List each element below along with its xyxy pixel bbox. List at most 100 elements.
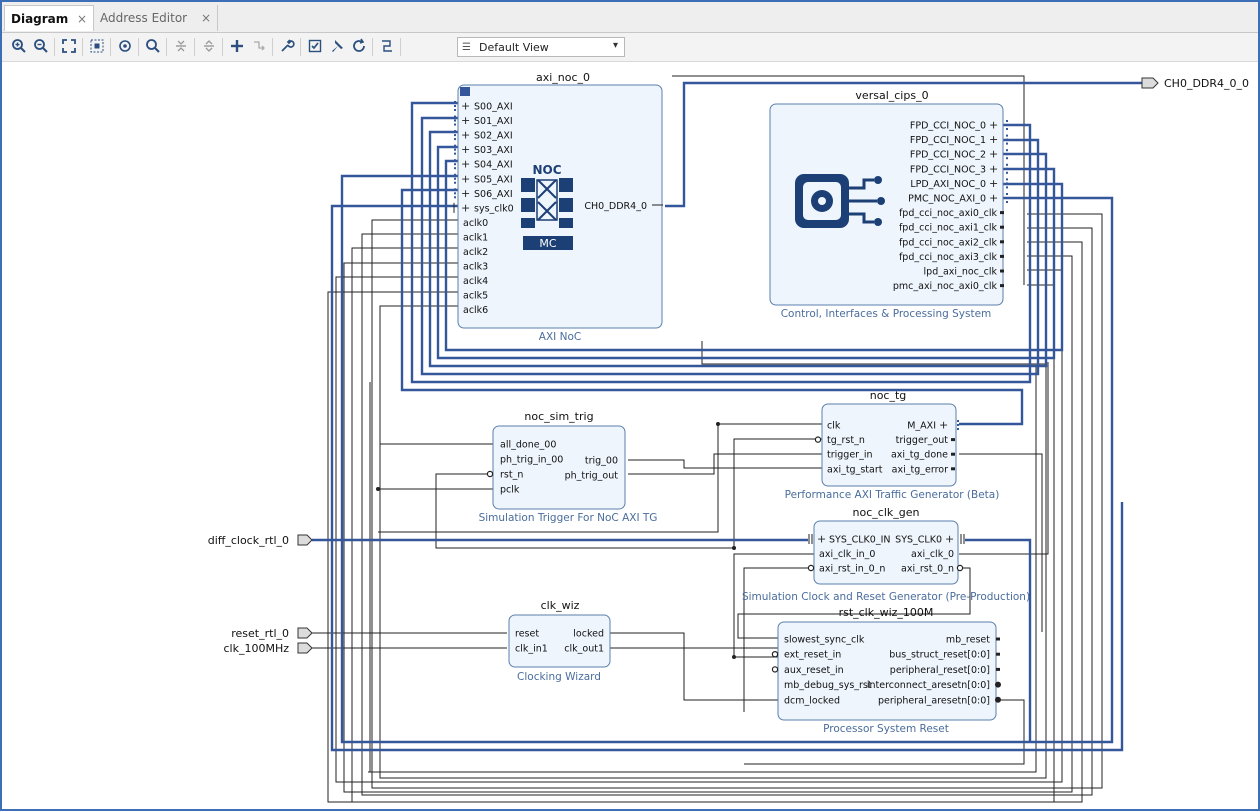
rst-clk-wiz-port-mb-debug-sys-rst[interactable]: mb_debug_sys_rst xyxy=(784,680,872,691)
noc-tg-port-tg-rst-n[interactable]: tg_rst_n xyxy=(827,435,865,446)
fit-view-icon[interactable] xyxy=(58,35,80,57)
noc-tg-port-axi-tg-done[interactable]: axi_tg_done xyxy=(891,450,948,461)
clk-wiz-port-reset[interactable]: reset xyxy=(515,629,539,640)
diagram-canvas[interactable]: axi_noc_0 AXI NoC +S00_AXI+S01_AXI+S02_A… xyxy=(2,62,1258,809)
noc-clk-gen-port-axi-clk-in-0[interactable]: axi_clk_in_0 xyxy=(819,549,875,560)
auto-connect-icon[interactable] xyxy=(114,35,136,57)
axi-noc-port-s06-axi[interactable]: S06_AXI xyxy=(474,189,513,200)
optimize-routing-icon[interactable] xyxy=(376,35,398,57)
clk-100mhz-port-label: clk_100MHz xyxy=(223,642,289,655)
noc-clk-gen-port-sys-clk0[interactable]: SYS_CLK0 xyxy=(895,535,942,546)
expand-icon[interactable] xyxy=(198,35,220,57)
rst-clk-wiz-port-interconnect-aresetn-0-0[interactable]: interconnect_aresetn[0:0] xyxy=(867,680,990,691)
external-port-reset[interactable]: reset_rtl_0 xyxy=(231,627,313,640)
external-port-ch0-ddr4-0-0[interactable]: CH0_DDR4_0_0 xyxy=(1141,77,1249,90)
versal-cips-port-fpd-cci-noc-0[interactable]: FPD_CCI_NOC_0 xyxy=(910,121,986,132)
rst-clk-wiz-port-slowest-sync-clk[interactable]: slowest_sync_clk xyxy=(784,635,865,646)
noc-tg-port-axi-tg-start[interactable]: axi_tg_start xyxy=(827,464,883,475)
axi-noc-port-aclk1[interactable]: aclk1 xyxy=(463,232,488,243)
noc-clk-gen-port-axi-clk-0[interactable]: axi_clk_0 xyxy=(911,549,954,560)
noc-sim-trig-port-pclk[interactable]: pclk xyxy=(500,485,520,496)
rst-clk-wiz-port-dcm-locked[interactable]: dcm_locked xyxy=(784,695,840,706)
noc-sim-trig-port-all-done-00[interactable]: all_done_00 xyxy=(500,440,556,451)
versal-cips-block[interactable]: versal_cips_0 Control, Interfaces & Proc… xyxy=(769,89,1008,320)
noc-tg-port-trigger-out[interactable]: trigger_out xyxy=(896,435,949,446)
external-port-diff-clock[interactable]: diff_clock_rtl_0 xyxy=(208,534,313,547)
versal-cips-port-lpd-axi-noc-0[interactable]: LPD_AXI_NOC_0 xyxy=(910,179,986,190)
add-ip-icon[interactable] xyxy=(226,35,248,57)
svg-text:+: + xyxy=(989,192,998,205)
axi-noc-port-sys-clk0[interactable]: sys_clk0 xyxy=(474,203,514,214)
collapse-icon[interactable] xyxy=(170,35,192,57)
noc-tg-port-axi-tg-error[interactable]: axi_tg_error xyxy=(892,464,948,475)
noc-tg-port-clk[interactable]: clk xyxy=(827,421,841,432)
fit-selection-icon[interactable] xyxy=(86,35,108,57)
clk-wiz-port-clk-out1[interactable]: clk_out1 xyxy=(564,644,604,655)
axi-noc-port-s05-axi[interactable]: S05_AXI xyxy=(474,174,513,185)
rst-clk-wiz-port-peripheral-reset-0-0[interactable]: peripheral_reset[0:0] xyxy=(890,665,990,676)
clk-wiz-port-clk-in1[interactable]: clk_in1 xyxy=(515,644,548,655)
svg-text:+: + xyxy=(461,158,470,171)
noc-tg-port-m-axi[interactable]: M_AXI xyxy=(907,421,936,432)
axi-noc-port-aclk5[interactable]: aclk5 xyxy=(463,291,488,302)
rst-clk-wiz-port-aux-reset-in[interactable]: aux_reset_in xyxy=(784,665,844,676)
noc-tg-port-trigger-in[interactable]: trigger_in xyxy=(827,450,873,461)
tab-address-editor-close-icon[interactable]: × xyxy=(200,11,211,25)
noc-clk-gen-subtitle: Simulation Clock and Reset Generator (Pr… xyxy=(742,591,1030,603)
versal-cips-port-pmc-noc-axi-0[interactable]: PMC_NOC_AXI_0 xyxy=(908,194,986,205)
rst-clk-wiz-port-mb-reset[interactable]: mb_reset xyxy=(946,635,990,646)
pin-icon[interactable] xyxy=(326,35,348,57)
regenerate-icon[interactable] xyxy=(348,35,370,57)
zoom-in-icon[interactable] xyxy=(8,35,30,57)
axi-noc-block[interactable]: axi_noc_0 AXI NoC +S00_AXI+S01_AXI+S02_A… xyxy=(453,71,663,343)
versal-cips-port-fpd-cci-noc-3[interactable]: FPD_CCI_NOC_3 xyxy=(910,164,986,175)
view-select[interactable]: ☰ Default View ▾ xyxy=(457,37,625,57)
versal-cips-port-pmc-axi-noc-axi0-clk[interactable]: pmc_axi_noc_axi0_clk xyxy=(893,281,998,292)
zoom-out-icon[interactable] xyxy=(30,35,52,57)
noc-sim-trig-block[interactable]: noc_sim_trig Simulation Trigger For NoC … xyxy=(479,410,658,524)
noc-sim-trig-port-ph-trig-in-00[interactable]: ph_trig_in_00 xyxy=(500,455,563,466)
tab-diagram-close-icon[interactable]: × xyxy=(76,11,87,26)
noc-tg-block[interactable]: noc_tg Performance AXI Traffic Generator… xyxy=(785,389,1000,501)
properties-wrench-icon[interactable] xyxy=(276,35,298,57)
versal-cips-port-fpd-cci-noc-axi2-clk[interactable]: fpd_cci_noc_axi2_clk xyxy=(899,237,998,248)
axi-noc-port-s03-axi[interactable]: S03_AXI xyxy=(474,145,513,156)
versal-cips-port-fpd-cci-noc-axi0-clk[interactable]: fpd_cci_noc_axi0_clk xyxy=(899,208,998,219)
versal-cips-port-lpd-axi-noc-clk[interactable]: lpd_axi_noc_clk xyxy=(924,267,998,278)
rst-clk-wiz-port-peripheral-aresetn-0-0[interactable]: peripheral_aresetn[0:0] xyxy=(878,695,990,706)
clk-wiz-port-locked[interactable]: locked xyxy=(573,629,604,640)
noc-clk-gen-port-axi-rst-0-n[interactable]: axi_rst_0_n xyxy=(901,564,954,575)
axi-noc-port-s00-axi[interactable]: S00_AXI xyxy=(474,102,513,113)
axi-noc-port-s02-axi[interactable]: S02_AXI xyxy=(474,131,513,142)
versal-cips-port-fpd-cci-noc-2[interactable]: FPD_CCI_NOC_2 xyxy=(910,150,986,161)
versal-cips-port-fpd-cci-noc-axi3-clk[interactable]: fpd_cci_noc_axi3_clk xyxy=(899,252,998,263)
versal-cips-port-fpd-cci-noc-1[interactable]: FPD_CCI_NOC_1 xyxy=(910,135,986,146)
external-port-clk-100mhz[interactable]: clk_100MHz xyxy=(223,642,313,655)
noc-sim-trig-port-trig-00[interactable]: trig_00 xyxy=(585,456,618,467)
axi-noc-port-aclk0[interactable]: aclk0 xyxy=(463,218,488,229)
axi-noc-port-ch0-ddr4[interactable]: CH0_DDR4_0 xyxy=(584,201,647,212)
clk-wiz-block[interactable]: clk_wiz Clocking Wizard resetclk_in1lock… xyxy=(508,599,611,683)
noc-clk-gen-block[interactable]: noc_clk_gen Simulation Clock and Reset G… xyxy=(742,506,1030,603)
tab-address-editor[interactable]: Address Editor × xyxy=(94,5,218,31)
rst-clk-wiz-port-ext-reset-in[interactable]: ext_reset_in xyxy=(784,650,841,661)
rst-clk-wiz-port-bus-struct-reset-0-0[interactable]: bus_struct_reset[0:0] xyxy=(889,650,990,661)
axi-noc-port-aclk4[interactable]: aclk4 xyxy=(463,276,488,287)
noc-sim-trig-port-rst-n[interactable]: rst_n xyxy=(500,470,523,481)
noc-clk-gen-port-axi-rst-in-0-n[interactable]: axi_rst_in_0_n xyxy=(819,564,885,575)
axi-noc-port-aclk6[interactable]: aclk6 xyxy=(463,305,488,316)
noc-sim-trig-port-ph-trig-out[interactable]: ph_trig_out xyxy=(565,471,619,482)
noc-clk-gen-port-sys-clk0-in[interactable]: SYS_CLK0_IN xyxy=(829,535,890,546)
axi-noc-port-aclk2[interactable]: aclk2 xyxy=(463,247,488,258)
tab-diagram[interactable]: Diagram × xyxy=(4,5,94,31)
axi-noc-port-s04-axi[interactable]: S04_AXI xyxy=(474,160,513,171)
versal-cips-port-fpd-cci-noc-axi1-clk[interactable]: fpd_cci_noc_axi1_clk xyxy=(899,223,998,234)
rst-clk-wiz-block[interactable]: rst_clk_wiz_100M Processor System Reset … xyxy=(771,606,1001,735)
search-icon[interactable] xyxy=(142,35,164,57)
run-connection-icon[interactable] xyxy=(248,35,270,57)
validate-icon[interactable] xyxy=(304,35,326,57)
axi-noc-port-aclk3[interactable]: aclk3 xyxy=(463,262,488,273)
axi-noc-port-s01-axi[interactable]: S01_AXI xyxy=(474,116,513,127)
axi-noc-name: axi_noc_0 xyxy=(536,71,590,84)
versal-cips-subtitle: Control, Interfaces & Processing System xyxy=(781,308,992,320)
